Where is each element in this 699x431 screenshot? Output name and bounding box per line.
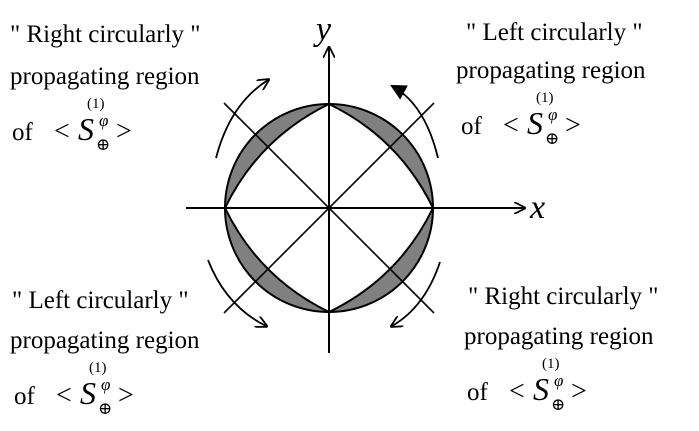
close-bracket: > — [116, 116, 132, 147]
oplus-subscript: ⊕ — [96, 135, 110, 154]
math-expression: of < S (1) φ ⊕ > — [12, 96, 132, 154]
superscript-1: (1) — [542, 356, 560, 372]
of-word: of — [14, 383, 36, 410]
phi-superscript: φ — [554, 371, 563, 390]
rotation-arrow-bottom-right — [392, 261, 441, 326]
of-word: of — [12, 119, 34, 146]
region-title: " Right circularly " — [468, 283, 659, 310]
region-subtitle: propagating region — [464, 323, 654, 350]
region-title: " Right circularly " — [10, 21, 201, 48]
oplus-subscript: ⊕ — [551, 395, 565, 414]
superscript-1: (1) — [89, 360, 107, 376]
s-symbol: S — [78, 111, 94, 147]
math-expression: of < S (1) φ ⊕ > — [467, 356, 587, 414]
of-word: of — [461, 113, 483, 140]
region-title: " Left circularly " — [466, 19, 643, 46]
region-subtitle: propagating region — [10, 327, 200, 354]
y-axis-label: y — [313, 11, 332, 48]
open-bracket: < — [56, 380, 72, 411]
close-bracket: > — [571, 376, 587, 407]
region-label-top-right: " Left circularly " propagating region o… — [456, 19, 646, 148]
superscript-1: (1) — [536, 90, 554, 106]
math-expression: of < S (1) φ ⊕ > — [14, 360, 134, 418]
s-symbol: S — [527, 105, 543, 141]
close-bracket: > — [118, 380, 134, 411]
oplus-subscript: ⊕ — [98, 399, 112, 418]
close-bracket: > — [565, 110, 581, 141]
oplus-subscript: ⊕ — [545, 129, 559, 148]
region-subtitle: propagating region — [10, 63, 200, 90]
s-symbol: S — [533, 371, 549, 407]
region-title: " Left circularly " — [12, 287, 189, 314]
open-bracket: < — [503, 110, 519, 141]
rotation-arrow-top-left — [215, 80, 268, 159]
phi-superscript: φ — [101, 375, 110, 394]
phi-superscript: φ — [548, 105, 557, 124]
rotation-arrow-bottom-left — [207, 259, 266, 326]
region-label-bottom-right: " Right circularly " propagating region … — [464, 283, 659, 414]
of-word: of — [467, 379, 489, 406]
math-expression: of < S (1) φ ⊕ > — [461, 90, 581, 148]
phi-superscript: φ — [99, 111, 108, 130]
superscript-1: (1) — [87, 96, 105, 112]
open-bracket: < — [509, 376, 525, 407]
region-subtitle: propagating region — [456, 57, 646, 84]
x-axis-label: x — [529, 189, 545, 226]
region-label-bottom-left: " Left circularly " propagating region o… — [10, 287, 200, 418]
open-bracket: < — [54, 116, 70, 147]
s-symbol: S — [80, 375, 96, 411]
rotation-arrow-top-right — [389, 84, 439, 159]
region-label-top-left: " Right circularly " propagating region … — [10, 21, 201, 154]
